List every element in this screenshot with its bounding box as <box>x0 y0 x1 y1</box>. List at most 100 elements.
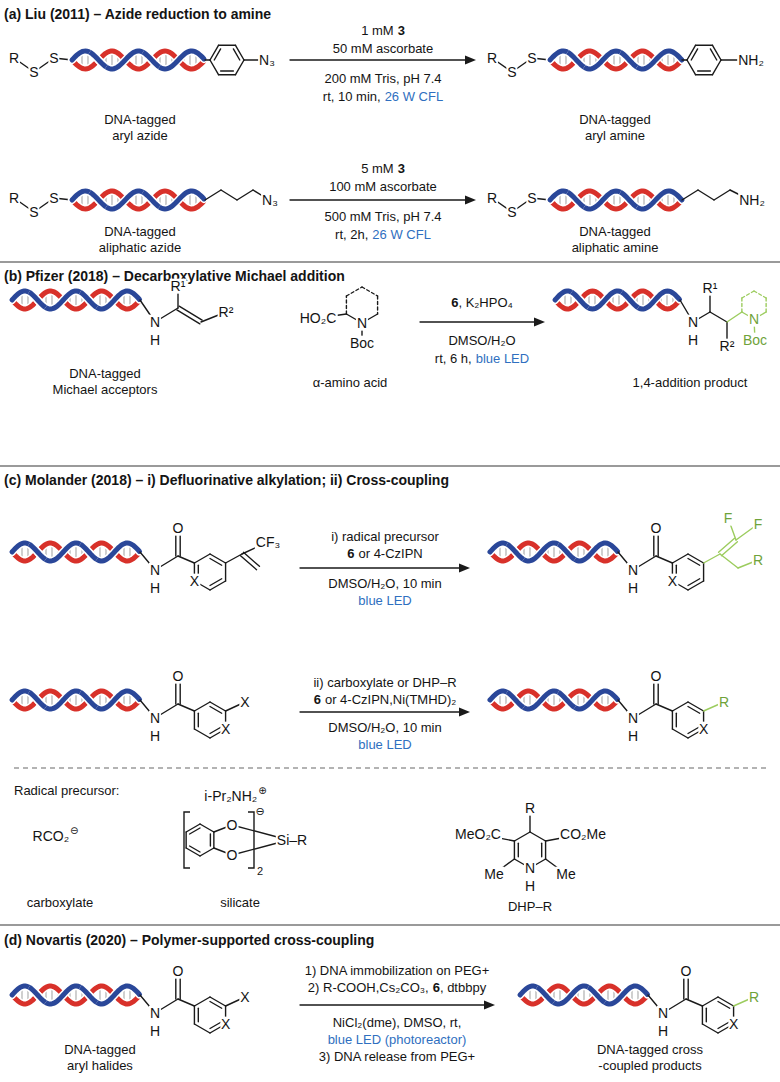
helix-outline <box>490 543 618 561</box>
label-row: DNA-tagged aryl azide <box>92 112 188 144</box>
dna-strand <box>29 692 46 707</box>
label-row: N <box>149 563 161 578</box>
bond-line <box>691 49 697 60</box>
atom-label: H <box>149 581 161 596</box>
dna-strand <box>12 543 140 561</box>
label-row: ii) carboxylate or DHP–R <box>313 675 456 690</box>
bond-line <box>720 554 738 568</box>
atom-label: H <box>149 333 161 348</box>
helix-outline <box>12 543 140 561</box>
highlighted-atom: Boc <box>742 333 768 348</box>
light-source: blue LED (photoreactor) <box>328 1032 467 1047</box>
bond-line <box>741 298 742 312</box>
label-row: HO₂C <box>299 311 338 326</box>
label-row: 2) R-COOH,Cs₂CO₃,6, dtbbpy <box>308 980 486 995</box>
helix-outline <box>572 292 589 307</box>
dna-strand <box>520 986 648 1004</box>
helix-outline <box>80 987 97 1002</box>
atom-label: S <box>28 65 39 80</box>
label-row: N <box>356 316 368 331</box>
atom-label: NH₂ <box>737 53 765 68</box>
condition-text: 500 mM Tris, pH 7.4 <box>324 209 441 224</box>
label-row: 500 mM Tris, pH 7.4 <box>324 209 441 224</box>
label-row: S <box>506 65 517 80</box>
dna-strand <box>620 52 637 67</box>
highlighted-atom: R <box>752 553 764 568</box>
condition-text: 1 mM <box>361 23 394 38</box>
dna-strand <box>490 691 618 709</box>
atom-label: O <box>172 964 185 979</box>
bond-line <box>377 296 378 314</box>
label-row: DNA-tagged aliphatic azide <box>88 224 192 256</box>
atom-label: N <box>149 563 161 578</box>
helix-outline <box>143 52 160 67</box>
compound-caption: DNA-tagged aryl azide <box>92 112 188 144</box>
dna-strand <box>537 987 554 1002</box>
helix-outline <box>12 691 140 709</box>
reaction-arrow-head <box>534 318 545 327</box>
atom-label: HO₂C <box>299 311 338 326</box>
label-row: X <box>220 1017 231 1032</box>
condition-text: ii) carboxylate or DHP–R <box>313 675 456 690</box>
bond-line <box>237 190 253 200</box>
bond-line <box>718 1002 730 1009</box>
panel-separator <box>0 465 780 467</box>
bond-line <box>688 707 700 714</box>
bond-line <box>687 45 696 60</box>
label-row: S <box>526 51 537 66</box>
dna-strand <box>555 291 680 309</box>
compound-caption: DNA-tagged cross -coupled products <box>594 1042 706 1074</box>
condition-text: carboxylate <box>27 895 93 910</box>
charge-sign: ⊖ <box>70 825 78 836</box>
dna-strand <box>568 192 585 207</box>
atom-label: Boc <box>349 336 375 351</box>
dna-strand <box>620 192 637 207</box>
bond-line <box>672 702 688 711</box>
label-row: H <box>149 333 161 348</box>
label-row: rt, 6 h,blue LED <box>435 351 529 366</box>
helix-outline <box>490 543 618 561</box>
bond-line <box>545 841 546 859</box>
condition-text: i) radical precursor <box>331 529 439 544</box>
atom-label: MeO₂C <box>454 827 502 842</box>
atom-label: R <box>8 51 20 66</box>
bond-line <box>702 997 718 1006</box>
dna-strand <box>507 692 524 707</box>
dna-strand <box>12 291 140 309</box>
label-row: X <box>698 722 709 737</box>
bond-line <box>754 291 766 298</box>
bond-line <box>194 1006 195 1024</box>
label-row: R¹ <box>702 281 719 296</box>
bond-line <box>236 60 245 75</box>
bond-line <box>687 60 696 75</box>
bond-line <box>696 74 713 75</box>
condition-text: NiCl₂(dme), DMSO, rt, <box>333 1015 462 1030</box>
atom-label: Me <box>555 867 576 882</box>
bond-line <box>676 713 677 727</box>
compound-caption: DNA-tagged aryl halides <box>52 1042 148 1074</box>
atom-label: R <box>8 191 20 206</box>
label-row: MeO₂C <box>454 827 502 842</box>
condition-text: silicate <box>220 895 260 910</box>
label-row: F <box>753 517 764 532</box>
label-row: X <box>239 990 250 1005</box>
bond-line <box>210 554 226 563</box>
helix-outline <box>29 692 46 707</box>
condition-text: or 4-CzIPN,Ni(TMHD)₂ <box>325 692 456 707</box>
bond-line <box>688 702 704 711</box>
dna-strand <box>72 51 204 69</box>
label-row: (d) Novartis (2020) – Polymer-supported … <box>4 932 374 948</box>
dna-strand <box>558 692 575 707</box>
label-row: H <box>524 879 536 894</box>
dna-strand <box>490 543 618 561</box>
atom-label: N <box>657 1006 669 1021</box>
dna-strand <box>12 543 140 561</box>
dna-strand <box>72 191 204 209</box>
dna-strand <box>12 986 140 1004</box>
bond-line <box>703 563 704 581</box>
label-row: 50 mM ascorbate <box>333 41 433 56</box>
condition-text: DHP–R <box>508 899 552 914</box>
label-row: N <box>687 315 699 330</box>
helix-outline <box>90 52 107 67</box>
bond-line <box>686 999 702 1006</box>
